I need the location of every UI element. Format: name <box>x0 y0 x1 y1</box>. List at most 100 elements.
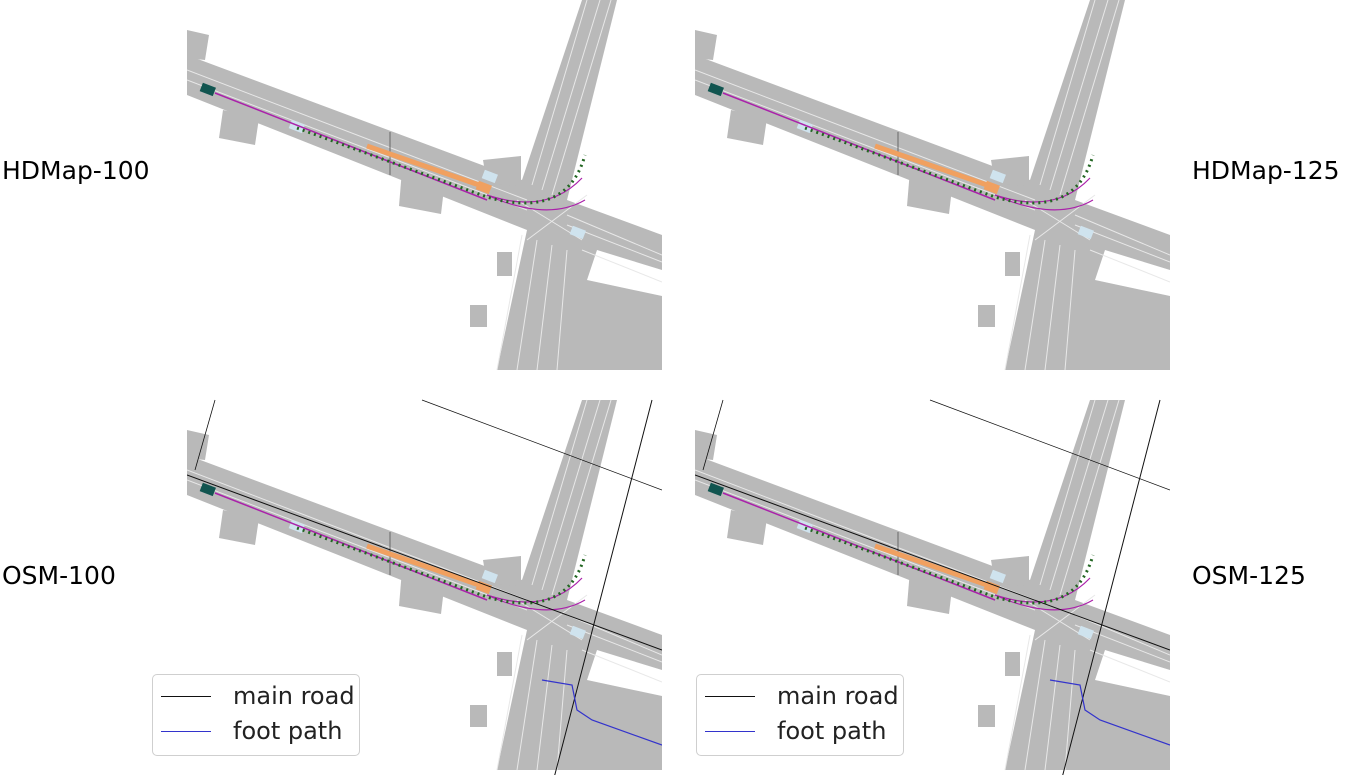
ego-vehicle <box>707 82 724 97</box>
lane-line <box>516 639 538 771</box>
agent-vehicle <box>569 225 586 240</box>
trajectory-curve <box>486 577 583 603</box>
legend-label-foot-path: foot path <box>233 717 343 745</box>
legend-label-main-road: main road <box>777 682 899 710</box>
road-stub <box>582 420 597 440</box>
road-stub <box>907 570 953 614</box>
foot-path-swatch <box>705 731 755 732</box>
road-stub <box>991 556 1029 586</box>
agent-vehicle <box>481 569 498 584</box>
road-stub <box>187 430 209 460</box>
trajectory-curve <box>486 177 583 203</box>
lane-line <box>581 649 662 683</box>
road-stub <box>991 156 1029 186</box>
road-stub <box>907 170 953 214</box>
legend-item-foot-path: foot path <box>161 716 356 746</box>
label-hdmap-100: HDMap-100 <box>2 156 150 185</box>
road-stub <box>978 705 995 727</box>
lane-line <box>496 634 523 771</box>
legend-item-foot-path: foot path <box>705 716 900 746</box>
label-osm-125: OSM-125 <box>1192 561 1306 590</box>
lane-line <box>695 479 1036 611</box>
lane-line <box>1049 399 1109 591</box>
agent-vehicle <box>1077 225 1094 240</box>
trajectory-curve <box>486 594 586 611</box>
road-stub <box>219 110 259 145</box>
trajectory-line <box>214 92 488 201</box>
legend-label-main-road: main road <box>233 682 355 710</box>
agent-vehicle <box>481 169 498 184</box>
lane-line <box>695 469 1036 601</box>
lane-line <box>187 469 528 601</box>
lane-line <box>1074 214 1170 256</box>
lane-line <box>1024 639 1046 771</box>
lane-line <box>1064 249 1076 370</box>
road-stub <box>470 305 487 327</box>
road-stub <box>483 156 521 186</box>
road-stub <box>727 110 767 145</box>
foot-path-line <box>1049 679 1170 746</box>
map-panel-osm-125 <box>695 370 1170 775</box>
planned-endpoint <box>983 180 1000 195</box>
trajectory-curve <box>994 577 1091 603</box>
trajectory-curve <box>486 194 586 211</box>
lane-line <box>1059 0 1120 196</box>
road-stub <box>399 570 445 614</box>
planned-endpoint <box>475 580 492 595</box>
agent-vehicle <box>989 169 1006 184</box>
planned-path <box>874 143 991 189</box>
road-stub <box>483 556 521 586</box>
lane-line <box>516 239 538 370</box>
road-stub <box>582 20 597 40</box>
ego-vehicle <box>707 482 724 497</box>
lane-line <box>531 399 588 586</box>
lane-line <box>581 249 662 283</box>
ego-vehicle <box>199 82 216 97</box>
planned-path <box>366 143 483 189</box>
planned-endpoint <box>475 180 492 195</box>
lane-line <box>1074 614 1170 656</box>
main-road-line <box>421 399 662 491</box>
trajectory-line <box>722 492 996 601</box>
road-stub <box>399 170 445 214</box>
lane-line <box>556 649 568 771</box>
lane-line <box>1089 649 1170 683</box>
map-panel-osm-100 <box>187 370 662 775</box>
planned-path <box>366 543 483 589</box>
lane-line <box>566 614 662 656</box>
foot-path-swatch <box>161 731 211 732</box>
lane-line <box>556 249 568 370</box>
lane-line <box>526 194 588 241</box>
lane-line <box>566 214 662 256</box>
lane-line <box>1034 594 1096 641</box>
planned-endpoint <box>983 580 1000 595</box>
legend-item-main-road: main road <box>705 681 900 711</box>
map-panel-hdmap-100 <box>187 0 662 370</box>
planned-path <box>874 543 991 589</box>
lane-line <box>1089 249 1170 283</box>
lane-line <box>1024 239 1046 370</box>
lane-line <box>187 479 528 611</box>
lane-line <box>536 644 553 771</box>
lane-line <box>551 0 612 196</box>
road-stub <box>497 252 512 276</box>
lane-line <box>187 69 528 201</box>
legend-label-foot-path: foot path <box>777 717 887 745</box>
road-stub <box>978 305 995 327</box>
road-stub <box>497 652 512 676</box>
main-road-line <box>554 399 653 775</box>
lane-line <box>1004 234 1031 370</box>
main-road-swatch <box>161 696 211 697</box>
agent-vehicle <box>989 569 1006 584</box>
lane-line <box>1044 644 1061 771</box>
agent-vehicle <box>1077 625 1094 640</box>
road-stub <box>187 30 209 60</box>
map-panel-hdmap-125 <box>695 0 1170 370</box>
lane-line <box>1039 0 1096 186</box>
lane-line <box>1004 634 1031 771</box>
legend-item-main-road: main road <box>161 681 356 711</box>
agent-vehicle <box>569 625 586 640</box>
main-road-line <box>695 474 1170 651</box>
lane-line <box>541 0 601 191</box>
lane-line <box>695 79 1036 211</box>
